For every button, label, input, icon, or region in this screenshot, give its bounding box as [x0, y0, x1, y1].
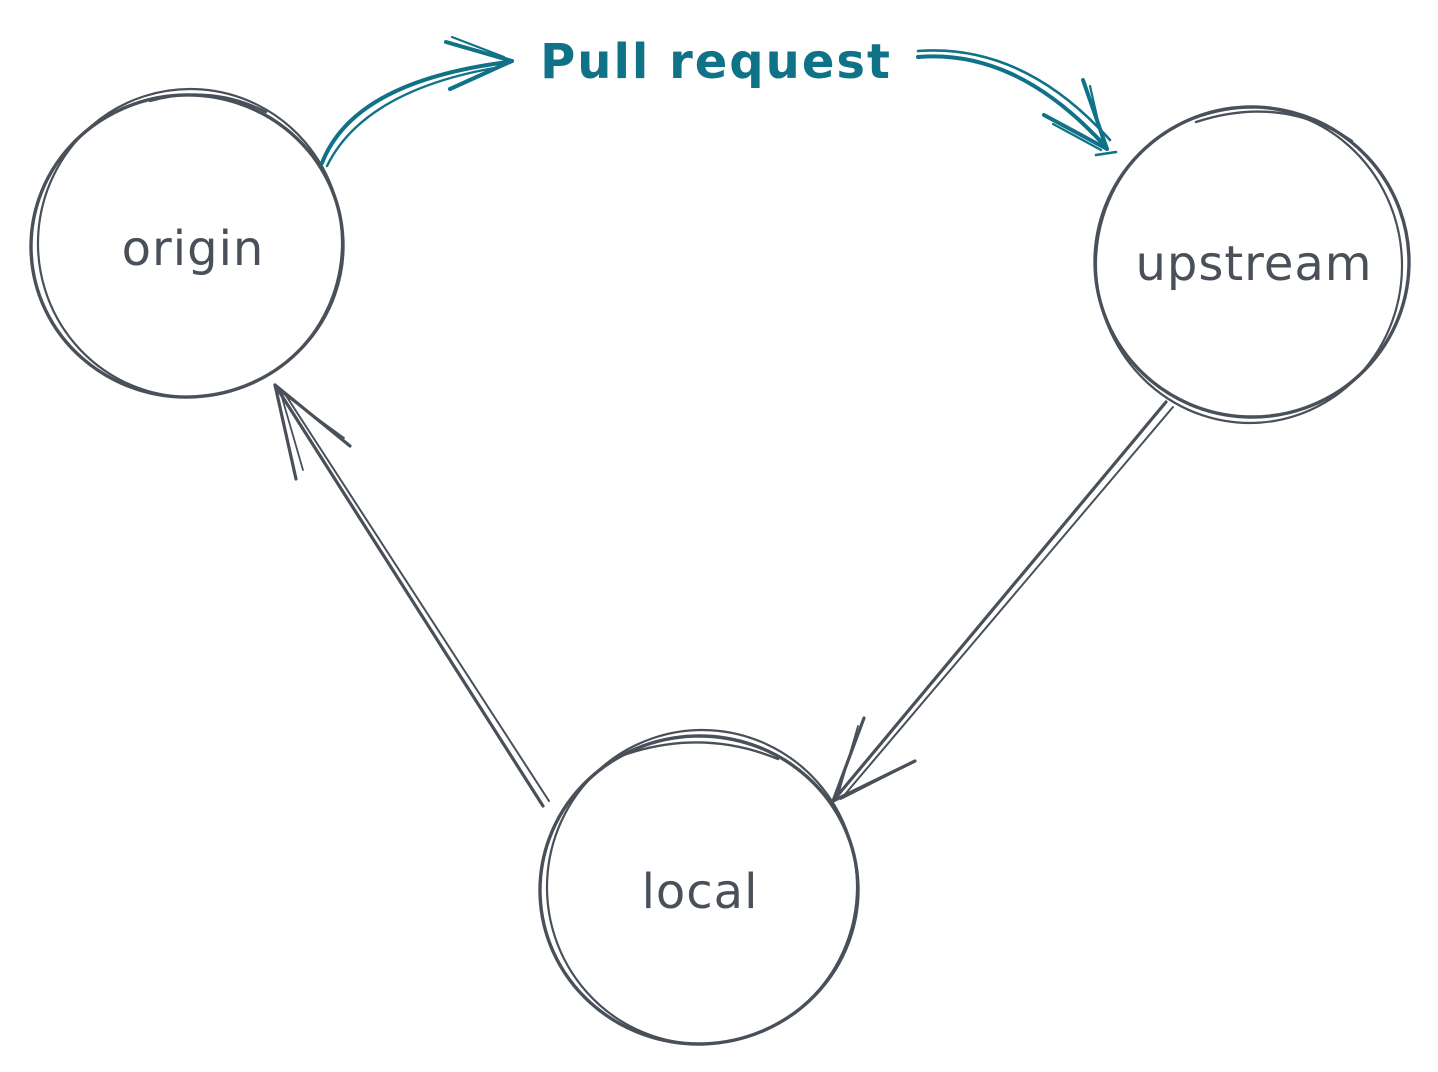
node-circle-origin [29, 87, 345, 399]
arrow-shaft-overstroke [325, 65, 502, 168]
upstream-circle-overstroke [1094, 105, 1404, 425]
arrow-shaft-overstroke [840, 406, 1174, 800]
arrowhead-barb [1081, 78, 1109, 151]
arrowhead-barb-overstroke [1088, 84, 1105, 145]
node-label-upstream: upstream [1135, 236, 1373, 292]
node-label-origin: origin [121, 221, 265, 277]
arrow-local-to-origin [273, 383, 550, 808]
local-circle-overshoot [616, 741, 780, 761]
arrow-shaft [320, 60, 510, 165]
arrow-pull-request-to-upstream [916, 49, 1118, 157]
arrow-shaft [831, 400, 1168, 803]
arrow-origin-to-pull-request [320, 35, 514, 168]
arrowhead-tip-flick [1094, 150, 1118, 157]
arrow-shaft [916, 54, 1107, 148]
local-circle-overstroke [545, 728, 859, 1046]
arrowhead-barb [273, 383, 298, 481]
arrowhead-barb-overstroke [280, 393, 304, 471]
origin-circle-overstroke [36, 87, 344, 399]
node-circle-upstream [1093, 105, 1411, 425]
arrowhead-barb-overstroke [842, 765, 907, 799]
node-label-local: local [641, 864, 759, 920]
arrowhead-barb-overstroke [837, 725, 859, 796]
arrowhead-barb-overstroke [280, 391, 345, 439]
arrowhead-barb [1042, 113, 1109, 151]
arrowhead-barb [448, 59, 514, 91]
arrow-upstream-to-local [831, 400, 1174, 803]
arrowhead-barb-overstroke [1051, 122, 1103, 152]
origin-circle-overshoot [148, 93, 268, 114]
arrowhead-barb [444, 40, 514, 63]
arrow-shaft [273, 383, 545, 808]
arrowhead-barb-overstroke [450, 35, 506, 59]
upstream-circle-overshoot [1194, 110, 1354, 143]
arrow-shaft-overstroke [282, 390, 550, 802]
edge-label-pull-request: Pull request [540, 34, 892, 90]
arrow-shaft-overstroke [916, 49, 1112, 142]
node-circle-local [538, 728, 860, 1046]
